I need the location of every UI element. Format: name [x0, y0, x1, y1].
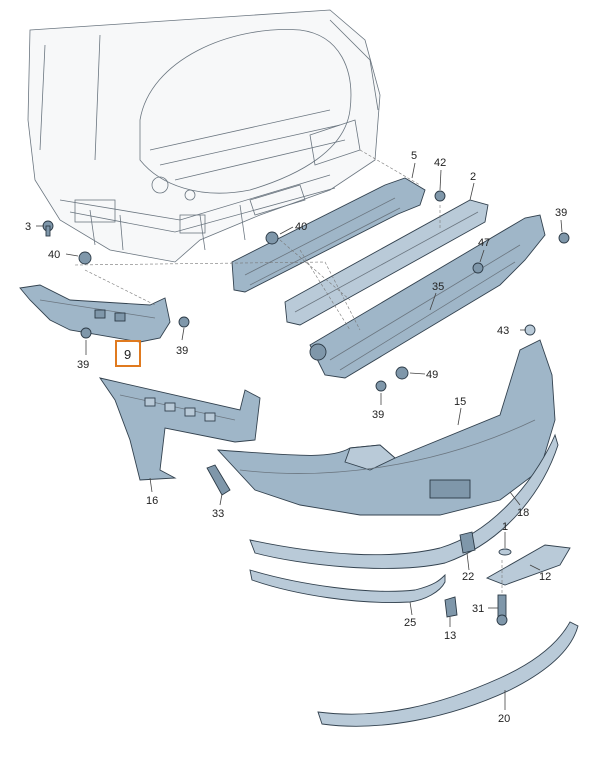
- callout-43: 43: [497, 325, 509, 337]
- callout-39d: 39: [372, 409, 384, 421]
- vehicle-rear-body: [27, 9, 381, 263]
- part-clip-33: [206, 464, 231, 496]
- callout-42: 42: [434, 157, 446, 169]
- callout-40b: 40: [295, 221, 307, 233]
- callout-40a: 40: [48, 249, 60, 261]
- highlight-box-9: [115, 340, 141, 367]
- callout-1: 1: [502, 521, 508, 533]
- part-lower-trim-20: [317, 621, 579, 727]
- fastener-39a: [558, 232, 570, 244]
- fastener-39d: [178, 316, 190, 328]
- part-bolt-31: [496, 594, 508, 626]
- fastener-49: [395, 366, 409, 380]
- callout-2: 2: [470, 171, 476, 183]
- part-trim-25: [249, 569, 446, 603]
- part-side-bracket-16: [98, 377, 261, 481]
- fastener-43: [524, 324, 536, 336]
- part-cap-22: [459, 531, 476, 554]
- callout-13: 13: [444, 630, 456, 642]
- callout-15: 15: [454, 396, 466, 408]
- fastener-39c: [80, 327, 92, 339]
- callout-20: 20: [498, 713, 510, 725]
- callout-47: 47: [478, 237, 490, 249]
- assembly-lines: [74, 149, 503, 595]
- callout-25: 25: [404, 617, 416, 629]
- part-spoiler-18: [249, 433, 559, 569]
- fastener-47: [472, 262, 484, 274]
- callout-9: 9: [124, 347, 131, 362]
- callout-39c: 39: [77, 359, 89, 371]
- part-washer-1: [498, 548, 512, 556]
- callout-12: 12: [539, 571, 551, 583]
- callout-3: 3: [25, 221, 31, 233]
- part-bumper-cover-15: [216, 339, 556, 516]
- fastener-3: [42, 220, 54, 237]
- callout-35: 35: [432, 281, 444, 293]
- callout-39b: 39: [176, 345, 188, 357]
- callout-49: 49: [426, 369, 438, 381]
- leader-lines: [36, 162, 563, 710]
- part-bracket-5: [231, 177, 426, 293]
- part-guide-35: [309, 214, 546, 379]
- callout-5: 5: [411, 150, 417, 162]
- callout-33: 33: [212, 508, 224, 520]
- callout-18: 18: [517, 507, 529, 519]
- callout-31: 31: [472, 603, 484, 615]
- callout-39a: 39: [555, 207, 567, 219]
- fastener-40a: [78, 251, 92, 265]
- fastener-39b: [375, 380, 387, 392]
- fastener-42: [434, 190, 446, 202]
- part-clip-13: [444, 596, 458, 618]
- part-plate-12: [485, 544, 571, 586]
- callout-22: 22: [462, 571, 474, 583]
- callout-16: 16: [146, 495, 158, 507]
- fastener-40b: [265, 231, 279, 245]
